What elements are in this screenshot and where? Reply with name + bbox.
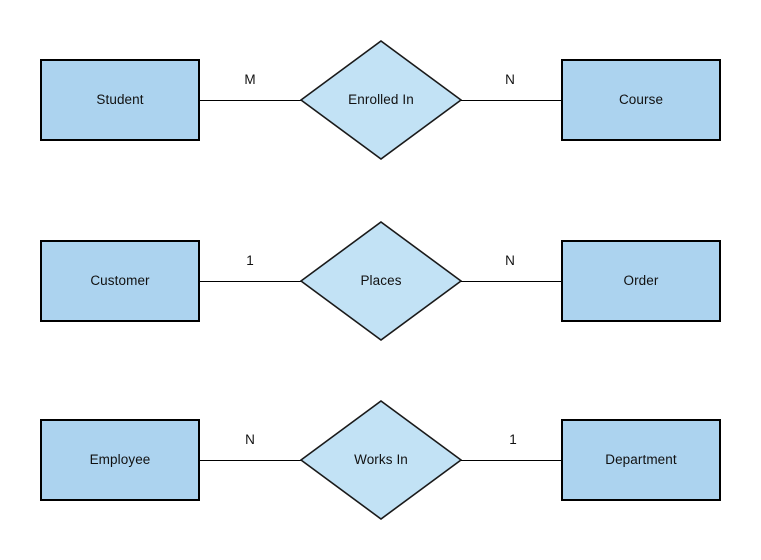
- entity-label: Customer: [90, 273, 150, 289]
- entity-employee[interactable]: Employee: [40, 419, 200, 501]
- entity-label: Order: [623, 273, 659, 289]
- relationship-works-in[interactable]: Works In: [300, 400, 462, 520]
- cardinality-label-left: M: [244, 72, 256, 87]
- cardinality-label-left: N: [245, 432, 255, 447]
- entity-customer[interactable]: Customer: [40, 240, 200, 322]
- entity-student[interactable]: Student: [40, 59, 200, 141]
- cardinality-label-right: N: [505, 72, 515, 87]
- cardinality-label-right: N: [505, 253, 515, 268]
- entity-course[interactable]: Course: [561, 59, 721, 141]
- cardinality-label-left: 1: [246, 253, 254, 268]
- er-relationship-row-2: Customer 1 Places N Order: [0, 221, 761, 381]
- entity-label: Student: [96, 92, 144, 108]
- connector-line-left: [200, 460, 301, 461]
- connector-line-right: [461, 460, 562, 461]
- cardinality-label-right: 1: [509, 432, 517, 447]
- relationship-enrolled-in[interactable]: Enrolled In: [300, 40, 462, 160]
- diamond-shape: [300, 40, 462, 160]
- diamond-shape: [300, 400, 462, 520]
- entity-label: Department: [605, 452, 677, 468]
- diamond-shape: [300, 221, 462, 341]
- relationship-places[interactable]: Places: [300, 221, 462, 341]
- entity-label: Employee: [89, 452, 151, 468]
- entity-order[interactable]: Order: [561, 240, 721, 322]
- entity-label: Course: [618, 92, 664, 108]
- er-relationship-row-3: Employee N Works In 1 Department: [0, 400, 761, 560]
- connector-line-left: [200, 100, 301, 101]
- connector-line-right: [461, 281, 562, 282]
- connector-line-left: [200, 281, 301, 282]
- connector-line-right: [461, 100, 562, 101]
- entity-department[interactable]: Department: [561, 419, 721, 501]
- er-relationship-row-1: Student M Enrolled In N Course: [0, 40, 761, 200]
